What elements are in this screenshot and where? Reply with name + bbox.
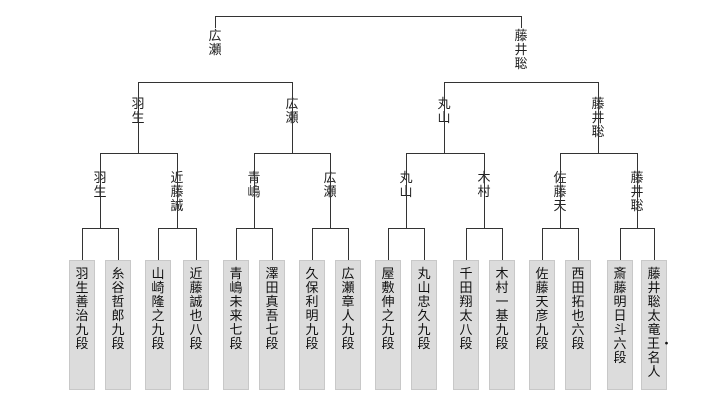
player-cell: 西田拓也六段 bbox=[565, 260, 591, 390]
bracket-connector bbox=[292, 82, 293, 153]
bracket-connector bbox=[654, 228, 655, 260]
bracket-connector bbox=[598, 82, 599, 153]
winner-name-round-2: 羽生 bbox=[130, 98, 146, 126]
bracket-connector bbox=[542, 228, 579, 229]
player-name: 山崎隆之九段 bbox=[151, 267, 165, 352]
bracket-connector bbox=[82, 228, 119, 229]
player-name: 久保利明九段 bbox=[305, 267, 319, 352]
bracket-connector bbox=[254, 153, 331, 154]
winner-name-round-1: 広瀬 bbox=[322, 172, 338, 200]
winner-name-round-1: 近藤誠 bbox=[169, 172, 185, 214]
final-connector bbox=[215, 16, 522, 17]
bracket-connector bbox=[138, 82, 293, 83]
bracket-connector bbox=[424, 228, 425, 260]
player-cell: 丸山忠久九段 bbox=[411, 260, 437, 390]
winner-name-round-1: 丸山 bbox=[398, 172, 414, 200]
player-cell: 羽生善治九段 bbox=[69, 260, 95, 390]
player-cell: 糸谷哲郎九段 bbox=[105, 260, 131, 390]
winner-name-round-2: 丸山 bbox=[436, 98, 452, 126]
player-name: 木村一基九段 bbox=[495, 267, 509, 352]
player-cell: 広瀬章人九段 bbox=[335, 260, 361, 390]
winner-name-round-2: 藤井聡 bbox=[590, 98, 606, 140]
bracket-connector bbox=[118, 228, 119, 260]
bracket-connector bbox=[158, 228, 159, 260]
bracket-connector bbox=[578, 228, 579, 260]
final-connector bbox=[215, 16, 216, 28]
bracket-connector bbox=[637, 153, 638, 228]
player-cell: 久保利明九段 bbox=[299, 260, 325, 390]
player-cell: 藤井聡太竜王・名人 bbox=[641, 260, 674, 390]
player-name: 藤井聡太竜王・名人 bbox=[647, 267, 674, 380]
bracket-connector bbox=[100, 153, 101, 228]
winner-name-round-2: 広瀬 bbox=[284, 98, 300, 126]
player-name: 佐藤天彦九段 bbox=[535, 267, 549, 352]
final-connector bbox=[521, 16, 522, 28]
player-cell: 青嶋未来七段 bbox=[223, 260, 249, 390]
bracket-connector bbox=[560, 153, 638, 154]
bracket-connector bbox=[254, 153, 255, 228]
bracket-connector bbox=[542, 228, 543, 260]
bracket-connector bbox=[177, 153, 178, 228]
bracket-connector bbox=[272, 228, 273, 260]
player-name: 広瀬章人九段 bbox=[341, 267, 355, 352]
player-cell: 千田翔太八段 bbox=[453, 260, 479, 390]
winner-name-round-3: 広瀬 bbox=[208, 29, 222, 58]
bracket-connector bbox=[466, 228, 467, 260]
bracket-connector bbox=[100, 153, 178, 154]
bracket-connector bbox=[138, 82, 139, 153]
bracket-connector bbox=[444, 82, 445, 153]
player-name: 千田翔太八段 bbox=[459, 267, 473, 352]
bracket-connector bbox=[312, 228, 349, 229]
player-cell: 斎藤明日斗六段 bbox=[607, 260, 633, 390]
bracket-connector bbox=[82, 228, 83, 260]
winner-name-round-1: 佐藤天 bbox=[552, 172, 568, 214]
player-name: 屋敷伸之九段 bbox=[381, 267, 395, 352]
bracket-connector bbox=[236, 228, 237, 260]
bracket-connector bbox=[502, 228, 503, 260]
bracket-connector bbox=[348, 228, 349, 260]
bracket-connector bbox=[312, 228, 313, 260]
player-cell: 佐藤天彦九段 bbox=[529, 260, 555, 390]
player-cell: 山崎隆之九段 bbox=[145, 260, 171, 390]
winner-name-round-1: 木村 bbox=[476, 172, 492, 200]
bracket-connector bbox=[196, 228, 197, 260]
bracket-connector bbox=[330, 153, 331, 228]
player-name: 西田拓也六段 bbox=[571, 267, 585, 352]
player-cell: 屋敷伸之九段 bbox=[375, 260, 401, 390]
bracket-connector bbox=[620, 228, 621, 260]
bracket-connector bbox=[406, 153, 407, 228]
bracket-connector bbox=[466, 228, 503, 229]
player-name: 羽生善治九段 bbox=[75, 267, 89, 352]
bracket-connector bbox=[388, 228, 389, 260]
winner-name-round-1: 青嶋 bbox=[246, 172, 262, 200]
winner-name-round-1: 藤井聡 bbox=[629, 172, 645, 214]
bracket-connector bbox=[560, 153, 561, 228]
player-name: 糸谷哲郎九段 bbox=[111, 267, 125, 352]
bracket-connector bbox=[484, 153, 485, 228]
bracket-connector bbox=[158, 228, 197, 229]
player-cell: 木村一基九段 bbox=[489, 260, 515, 390]
winner-name-round-1: 羽生 bbox=[92, 172, 108, 200]
bracket-connector bbox=[236, 228, 273, 229]
player-name: 斎藤明日斗六段 bbox=[613, 267, 627, 366]
bracket-connector bbox=[620, 228, 655, 229]
player-cell: 澤田真吾七段 bbox=[259, 260, 285, 390]
player-name: 澤田真吾七段 bbox=[265, 267, 279, 352]
player-name: 近藤誠也八段 bbox=[189, 267, 203, 352]
bracket-connector bbox=[444, 82, 599, 83]
winner-name-round-3: 藤井聡 bbox=[514, 29, 528, 72]
player-cell: 近藤誠也八段 bbox=[183, 260, 209, 390]
player-name: 青嶋未来七段 bbox=[229, 267, 243, 352]
player-name: 丸山忠久九段 bbox=[417, 267, 431, 352]
bracket-connector bbox=[388, 228, 425, 229]
bracket-connector bbox=[406, 153, 485, 154]
